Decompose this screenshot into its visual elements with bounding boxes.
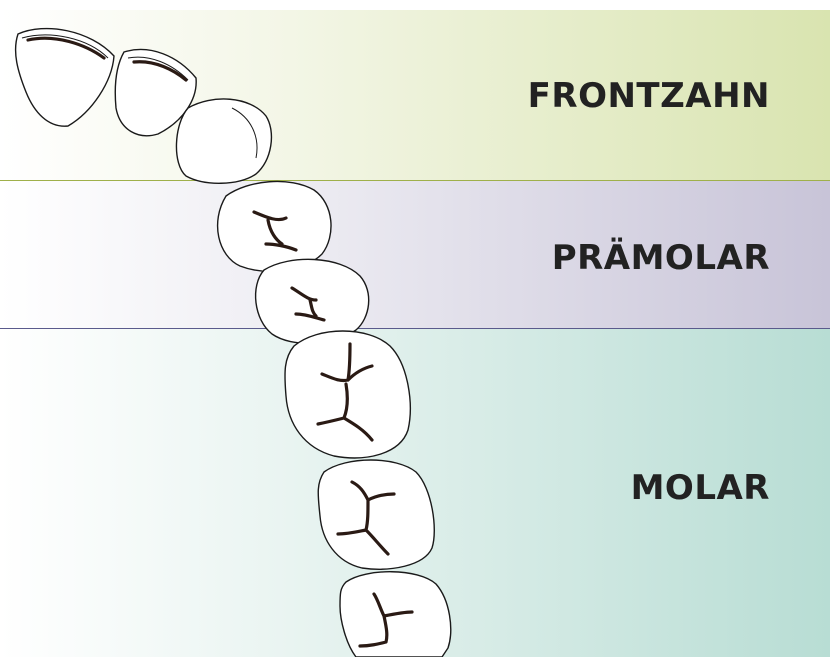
second-molar — [318, 460, 434, 569]
frontzahn-label: FRONTZAHN — [528, 76, 770, 116]
molar-label: MOLAR — [631, 468, 770, 508]
first-premolar — [218, 181, 331, 271]
canine — [176, 99, 271, 183]
third-molar — [340, 572, 451, 657]
praemolar-label: PRÄMOLAR — [552, 238, 770, 278]
central-incisor — [16, 29, 114, 127]
first-molar — [285, 331, 410, 458]
